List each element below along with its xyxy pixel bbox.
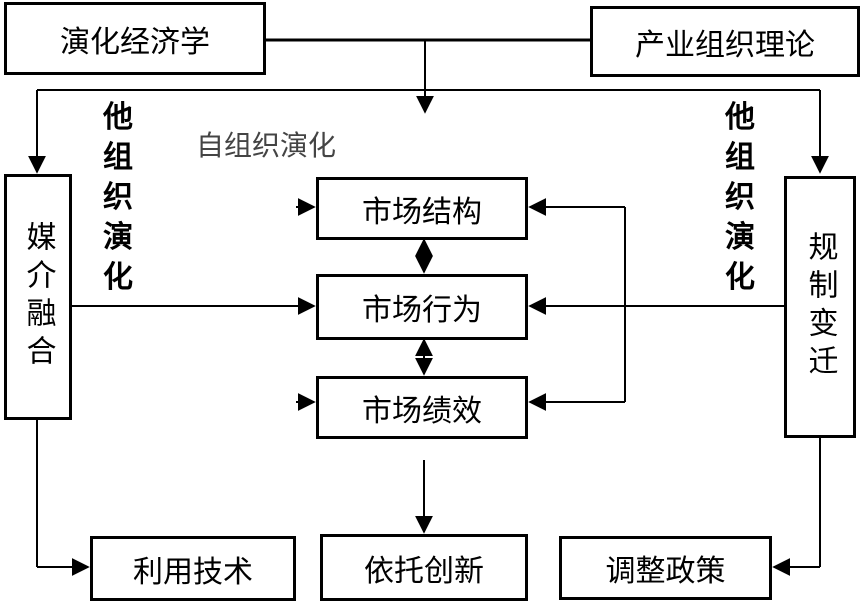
adjust-policy-label: 调整政策 — [605, 554, 726, 589]
self-organization-label: 自组织演化 — [196, 129, 337, 162]
hetero-organization-label-right: 他 组 织 演 化 — [725, 100, 755, 295]
media-convergence-box: 媒介融合 — [4, 174, 72, 420]
market-structure-box: 市场结构 — [316, 177, 528, 240]
use-technology-label: 利用技术 — [133, 554, 253, 590]
regulation-change-box: 规制变迁 — [784, 176, 856, 438]
adjust-policy-box: 调整政策 — [559, 536, 772, 600]
hetero-organization-label-left: 他 组 织 演 化 — [103, 100, 133, 295]
regulation-change-label: 规制变迁 — [802, 231, 838, 383]
market-performance-box: 市场绩效 — [316, 376, 528, 439]
evolutionary-economics-label: 演化经济学 — [60, 24, 210, 60]
market-structure-label: 市场结构 — [362, 194, 482, 230]
media-convergence-label: 媒介融合 — [20, 221, 56, 373]
industrial-organization-label: 产业组织理论 — [635, 27, 815, 63]
market-conduct-label: 市场行为 — [362, 293, 482, 328]
market-performance-label: 市场绩效 — [362, 393, 482, 429]
use-technology-box: 利用技术 — [90, 536, 296, 601]
rely-innovation-label: 依托创新 — [364, 553, 484, 589]
rely-innovation-box: 依托创新 — [320, 534, 528, 601]
industrial-organization-box: 产业组织理论 — [590, 6, 860, 77]
evolutionary-economics-box: 演化经济学 — [4, 2, 266, 75]
market-conduct-box: 市场行为 — [316, 274, 528, 340]
